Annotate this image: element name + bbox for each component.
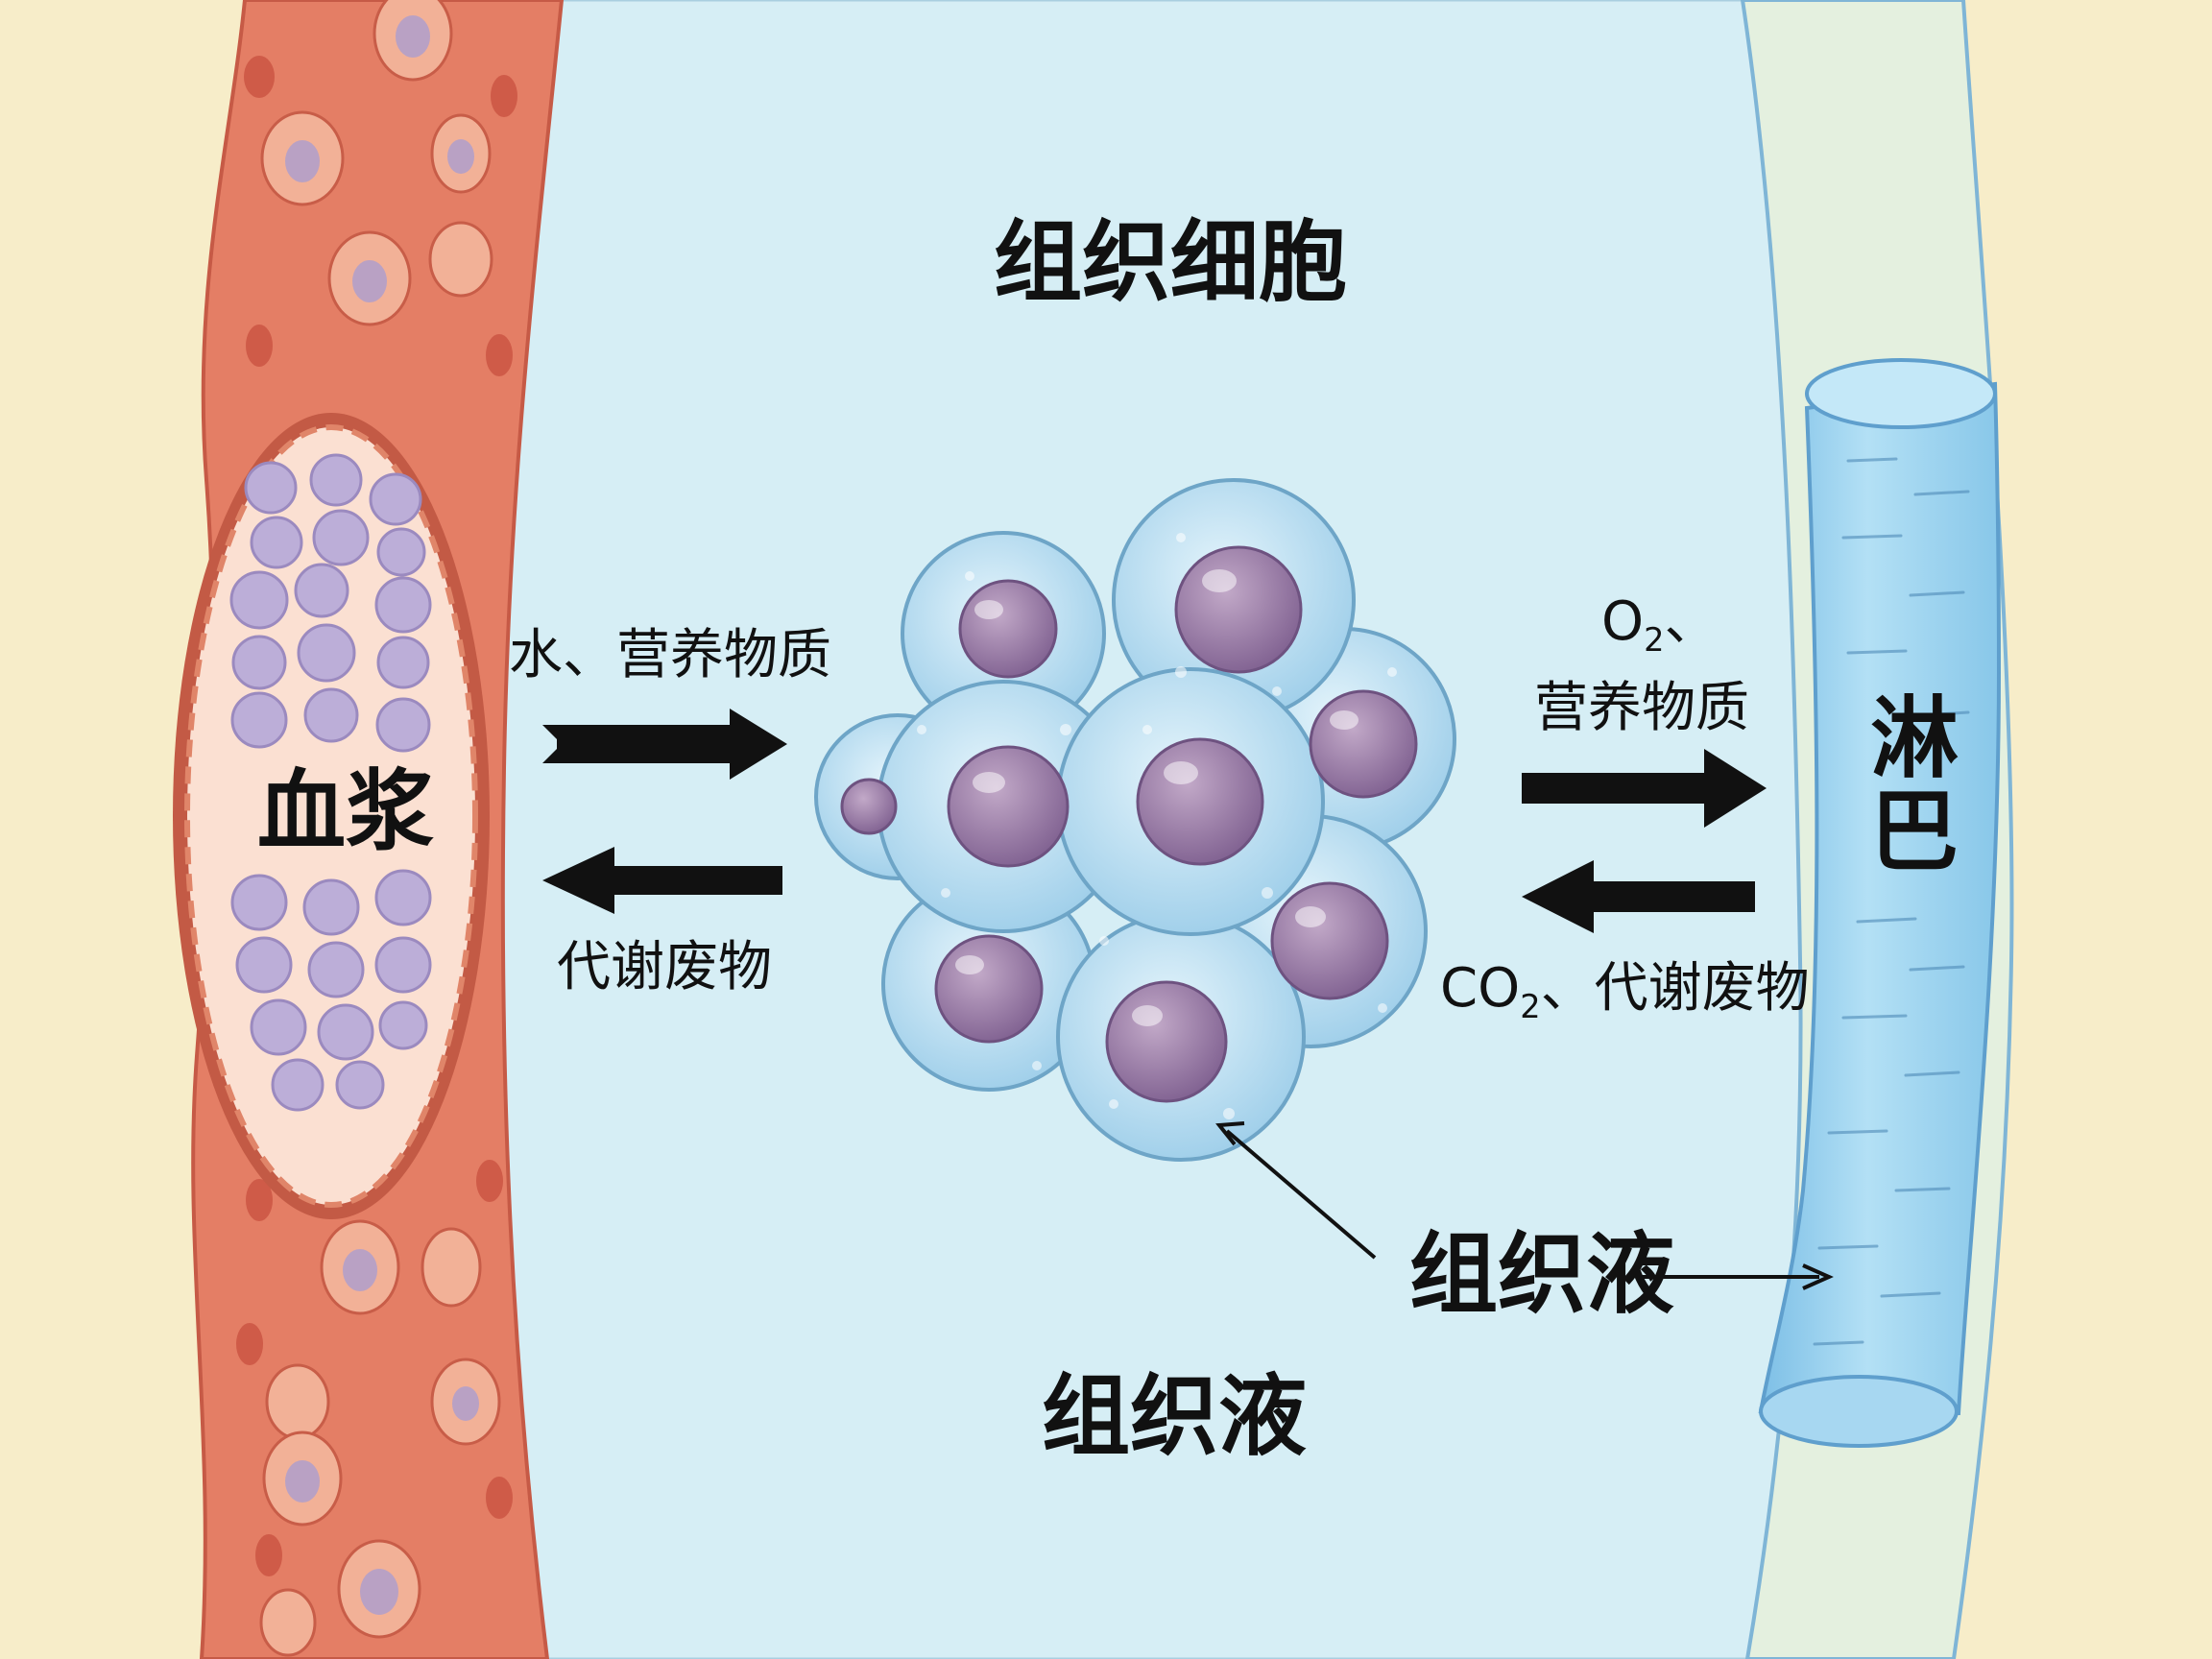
label-tissue-cells: 组织细胞 [994,211,1348,314]
co2-waste-text: 、代谢废物 [1540,957,1810,1020]
oxygen-separator: 、 [1664,590,1719,653]
label-lymph-text: 淋巴 [1870,687,1960,883]
co2-symbol: CO [1440,957,1521,1020]
arrow-fluid-to-lymph [1522,749,1767,828]
co2-subscript: 2 [1520,987,1541,1025]
oxygen-symbol: O [1601,590,1645,653]
label-tissue-fluid-bottom: 组织液 [1042,1365,1308,1468]
arrow-lymph-to-fluid [1522,860,1755,933]
exchange-arrows [542,709,1767,933]
label-co2-waste: CO2、代谢废物 [1440,962,1810,1025]
label-tissue-fluid-pointer: 组织液 [1409,1223,1675,1326]
pointer-arrows [1215,1121,1834,1290]
arrow-plasma-to-fluid [542,709,787,780]
lymph-capillary [1758,358,2002,1448]
label-lymph: 淋巴 [1870,687,1960,883]
plasma-chamber [173,413,490,1219]
label-oxygen: O2、 [1601,595,1718,659]
oxygen-subscript: 2 [1644,620,1665,659]
tissue-cell-cluster [814,478,1456,1162]
arrow-fluid-to-plasma [542,847,782,914]
label-plasma: 血浆 [257,760,435,863]
vessel-wall-cells [236,0,517,1657]
label-nutrients-right: 营养物质 [1534,677,1749,739]
label-metabolic-waste-left: 代谢废物 [557,936,772,998]
label-water-nutrients: 水、营养物质 [509,624,831,686]
